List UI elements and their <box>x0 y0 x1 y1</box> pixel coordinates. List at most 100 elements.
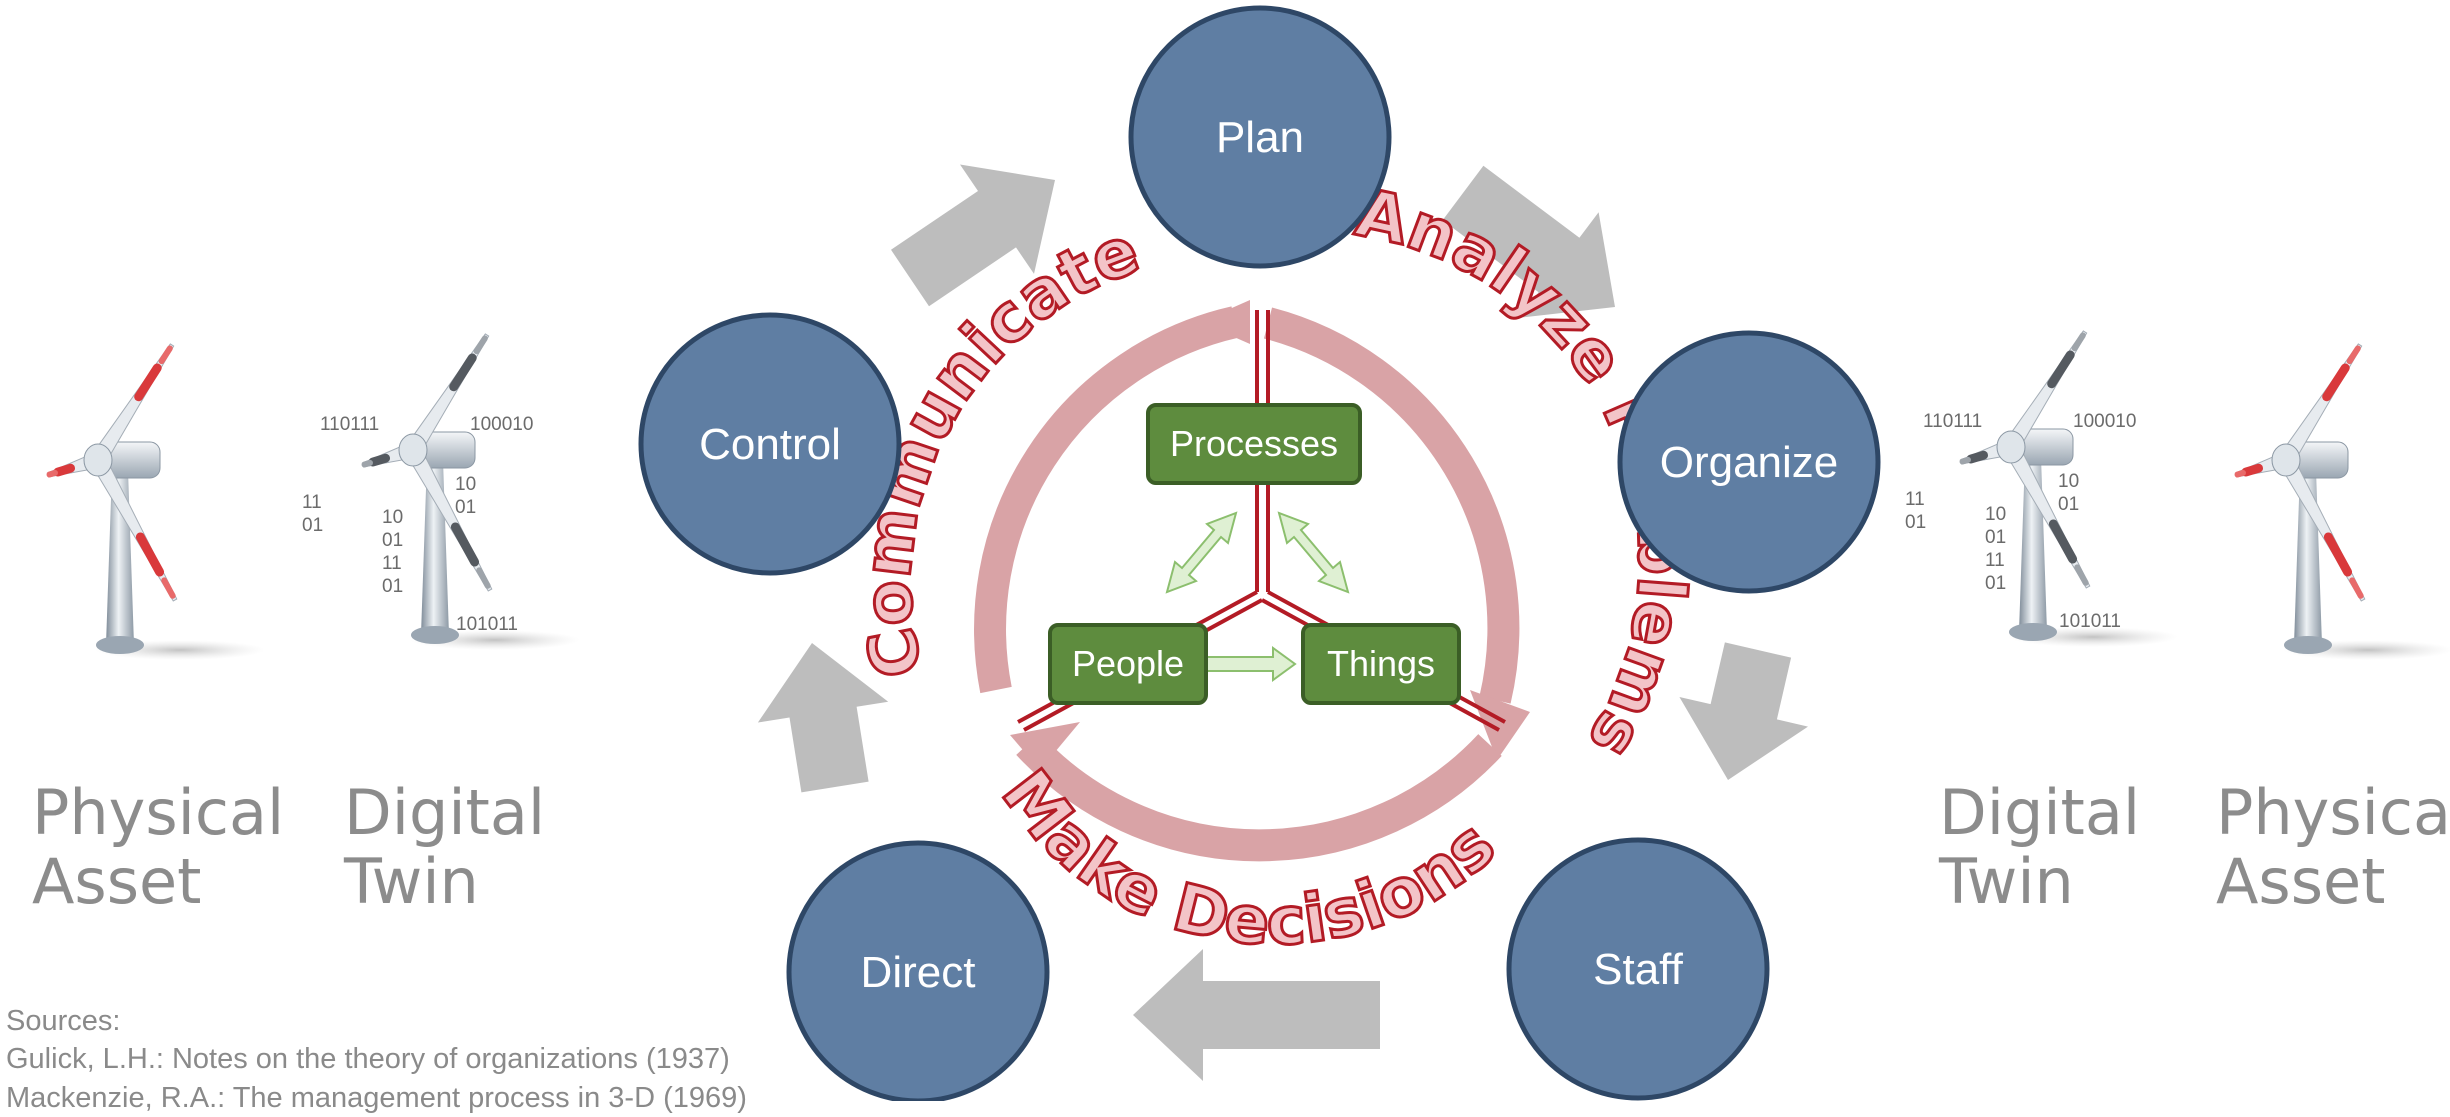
binary-text: 110111 <box>1923 411 1982 432</box>
blade-tip <box>473 335 488 355</box>
binary-text: 11 <box>1985 550 2005 571</box>
binary-text: 01 <box>455 497 476 518</box>
blade-band <box>2323 532 2353 577</box>
sources-block: Sources: Gulick, L.H.: Notes on the theo… <box>6 1002 747 1117</box>
binary-text: 10 <box>382 507 403 528</box>
direct-circle <box>786 840 1050 1101</box>
organize-circle <box>1617 330 1881 594</box>
turbine-hub <box>2271 443 2301 477</box>
source-item: Mackenzie, R.A.: The management process … <box>6 1081 747 1114</box>
blade-tip <box>2234 469 2246 478</box>
source-item: Gulick, L.H.: Notes on the theory of org… <box>6 1043 730 1076</box>
left-physical-asset-label: Physical Asset <box>32 776 285 919</box>
processes-label: Processes <box>1170 423 1338 464</box>
blade-band <box>449 353 477 392</box>
binary-text: 11 <box>302 492 322 513</box>
things-box <box>1301 623 1461 705</box>
blade-band <box>2048 519 2078 564</box>
organize-label: Organize <box>1660 438 1839 487</box>
core-elements: Processes People Things <box>1048 403 1461 705</box>
blade-tip <box>2071 332 2086 352</box>
direct-label: Direct <box>861 948 976 997</box>
binary-text: 100010 <box>470 414 533 435</box>
control-label: Control <box>699 420 841 469</box>
binary-text: 01 <box>1905 512 1926 533</box>
wind-turbines <box>46 330 2450 660</box>
blade-band <box>1966 450 1988 464</box>
ring-arrowhead-left <box>1200 300 1250 344</box>
arrow-plan-to-organize <box>1442 165 1615 318</box>
blade-tip <box>361 459 373 468</box>
blade-tip <box>158 345 173 365</box>
binary-text: 01 <box>2058 494 2079 515</box>
blade-tip <box>161 577 176 599</box>
processes-box <box>1146 403 1362 485</box>
double-arrow-things-processes <box>1277 511 1350 594</box>
turbine-hub <box>1996 430 2026 464</box>
binary-text: 01 <box>1985 527 2006 548</box>
blade-tip <box>2349 577 2364 599</box>
things-label: Things <box>1327 643 1435 684</box>
right-digital-twin-label: Digital Twin <box>1939 776 2141 919</box>
staff-circle <box>1506 837 1770 1101</box>
right-physical-asset-label: Physical Asset <box>2216 776 2450 919</box>
blade-tip <box>46 469 58 478</box>
turbine-hub <box>398 433 428 467</box>
turbine-base <box>96 636 144 654</box>
arrow-control-to-plan <box>891 164 1055 307</box>
arrow-staff-to-direct <box>1133 949 1380 1081</box>
ring-arrowhead-bottom <box>1010 722 1080 770</box>
blade-band <box>134 363 162 402</box>
left-digital-twin-label: Digital Twin <box>344 776 546 919</box>
double-arrow-people-processes <box>1165 511 1238 594</box>
binary-text: 101011 <box>2059 611 2121 632</box>
binary-text: 100010 <box>2073 411 2136 432</box>
ring-arc-left <box>974 306 1239 694</box>
flow-arrows <box>757 164 1808 1081</box>
plan-circle <box>1128 5 1392 269</box>
blade-band <box>368 453 390 467</box>
turbine-hub <box>83 443 113 477</box>
control-circle <box>638 312 902 576</box>
binary-text: 11 <box>1905 489 1925 510</box>
binary-text: 01 <box>382 530 403 551</box>
ring-arc-bottom <box>1016 733 1502 862</box>
binary-text: 11 <box>382 553 402 574</box>
blade-tip <box>1959 456 1971 465</box>
blade-band <box>53 463 75 477</box>
binary-text: 110111 <box>320 414 379 435</box>
cycle-ring <box>974 300 1530 862</box>
management-functions: Plan Organize Staff Direct Control <box>638 5 1881 1101</box>
binary-text: 01 <box>382 576 403 597</box>
arrow-organize-to-staff <box>1679 642 1808 780</box>
turbine-base <box>411 626 459 644</box>
people-box <box>1048 623 1208 705</box>
binary-text: 10 <box>2058 471 2079 492</box>
arrow-direct-to-control <box>757 643 889 793</box>
blade-band <box>2241 463 2263 477</box>
binary-text: 01 <box>1985 573 2006 594</box>
plan-label: Plan <box>1216 113 1304 162</box>
staff-label: Staff <box>1593 945 1683 994</box>
turbine-base <box>2009 623 2057 641</box>
binary-text: 10 <box>455 474 476 495</box>
blade-tip <box>2074 564 2089 586</box>
blade-band <box>450 522 480 567</box>
blade-band <box>2322 363 2350 402</box>
blade-band <box>135 532 165 577</box>
blade-band <box>2047 350 2075 389</box>
turbine-base <box>2284 636 2332 654</box>
left-digital-turbine <box>361 333 580 650</box>
sources-heading: Sources: <box>6 1005 121 1037</box>
blade-tip <box>476 567 491 589</box>
people-label: People <box>1072 643 1184 684</box>
binary-text: 01 <box>302 515 323 536</box>
left-physical-turbine <box>46 343 265 660</box>
right-digital-turbine <box>1959 330 2178 647</box>
blade-tip <box>2346 345 2361 365</box>
binary-text: 101011 <box>456 614 518 635</box>
ring-arrowhead-right <box>1470 690 1530 760</box>
